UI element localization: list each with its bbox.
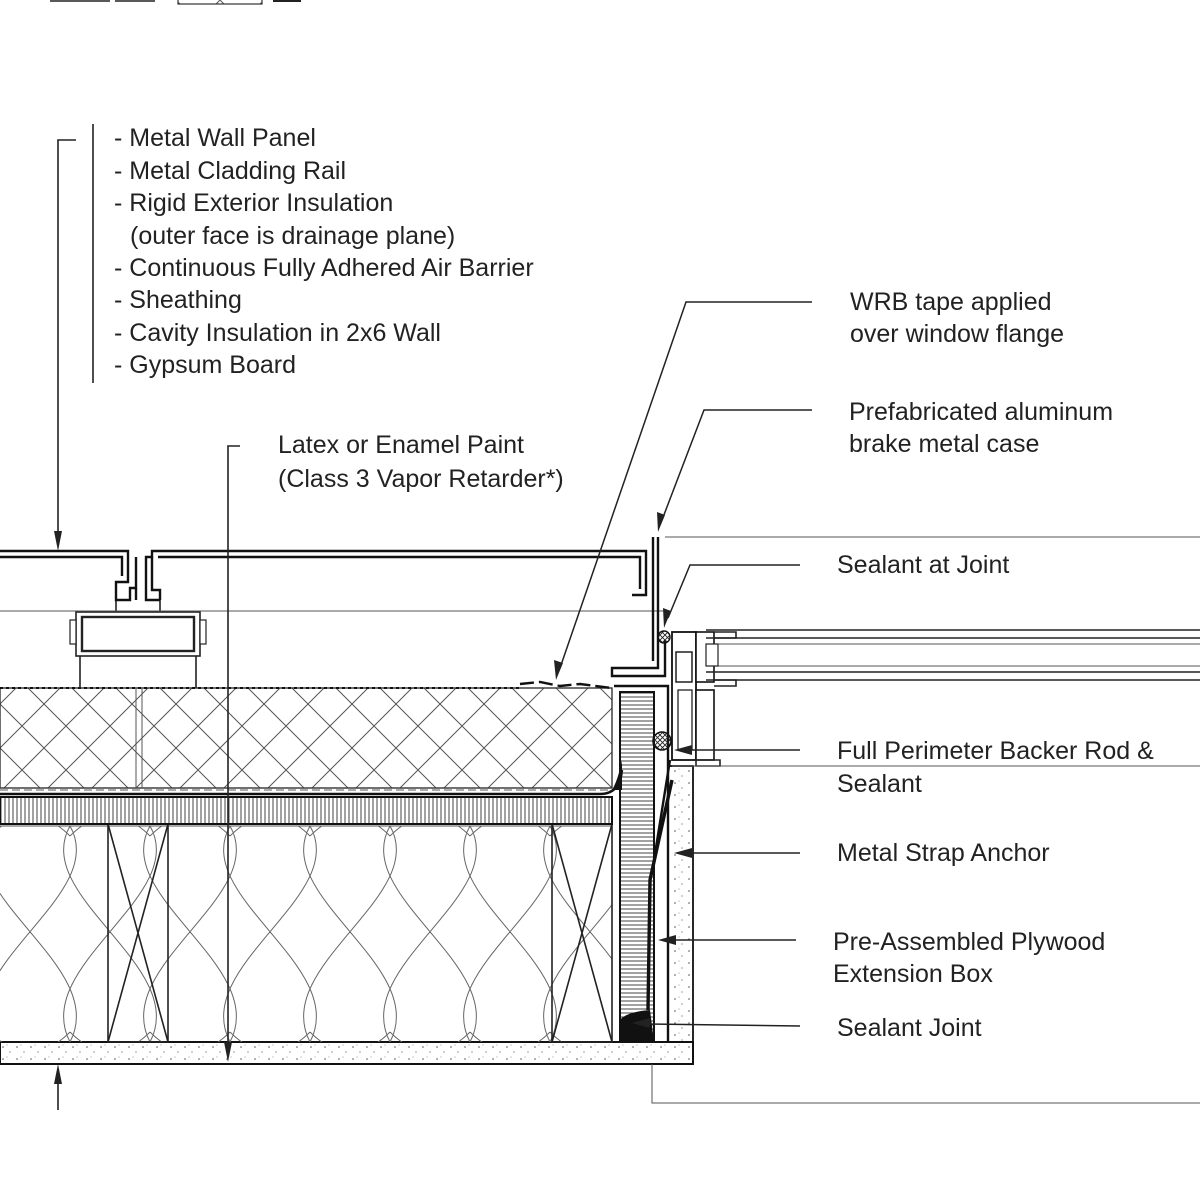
callout-case-line2: brake metal case [849,430,1039,458]
backer-rod [652,731,672,751]
gypsum-board [0,1041,694,1065]
callout-wrb-line2: over window flange [850,320,1064,348]
sealant-bead [657,630,671,644]
layer-sheathing: - Sheathing [114,286,242,314]
leader-strap-anchor [674,848,800,858]
callout-sealant-at-joint: Sealant at Joint [837,551,1009,579]
callout-plywood-box-line1: Pre-Assembled Plywood [833,928,1105,956]
layer-rigid-exterior-insulation: - Rigid Exterior Insulation [114,189,393,217]
metal-wall-panel [0,549,665,612]
layer-gypsum-board: - Gypsum Board [114,351,296,379]
rigid-exterior-insulation [0,687,613,789]
batt-insulation-loops [0,826,612,1042]
metal-strap-anchor [646,779,674,1011]
layer-drainage-plane-note: (outer face is drainage plane) [130,222,455,250]
callout-metal-strap-anchor: Metal Strap Anchor [837,839,1050,867]
paint-note-leader [224,445,240,1062]
layer-metal-cladding-rail: - Metal Cladding Rail [114,157,346,185]
wall-assembly-bracket [54,124,94,1110]
leader-sealant-at-joint [663,564,800,628]
leader-backer-rod [674,745,800,755]
leader-wrb-tape [554,301,812,680]
paint-note-line2: (Class 3 Vapor Retarder*) [278,465,564,493]
callout-case-line1: Prefabricated aluminum [849,398,1113,426]
cavity-insulation [0,825,612,1042]
brake-metal-case [610,536,1200,678]
paint-note-line1: Latex or Enamel Paint [278,431,524,459]
leader-brake-metal-case [657,409,812,532]
layer-air-barrier: - Continuous Fully Adhered Air Barrier [114,254,534,282]
sheathing [0,796,613,825]
leader-sealant-joint [632,1018,801,1028]
wood-stud-right [551,823,613,1043]
wood-stud-left [107,823,169,1043]
wall-assembly-list: - Metal Wall Panel - Metal Cladding Rail… [114,124,534,379]
paint-note: Latex or Enamel Paint (Class 3 Vapor Ret… [278,431,564,493]
layer-cavity-insulation: - Cavity Insulation in 2x6 Wall [114,319,441,347]
layer-metal-wall-panel: - Metal Wall Panel [114,124,316,152]
callout-backer-rod-line2: Sealant [837,770,922,798]
metal-cladding-rail [69,600,207,688]
leader-plywood-box [658,935,796,945]
callout-wrb-line1: WRB tape applied [850,288,1052,316]
callout-sealant-joint: Sealant Joint [837,1014,982,1042]
callout-plywood-box-line2: Extension Box [833,960,993,988]
legend-fragment [50,0,301,5]
callout-backer-rod-line1: Full Perimeter Backer Rod & [837,737,1154,765]
insulated-glazing-unit [705,629,1200,681]
plywood-extension-box [612,684,1200,1104]
